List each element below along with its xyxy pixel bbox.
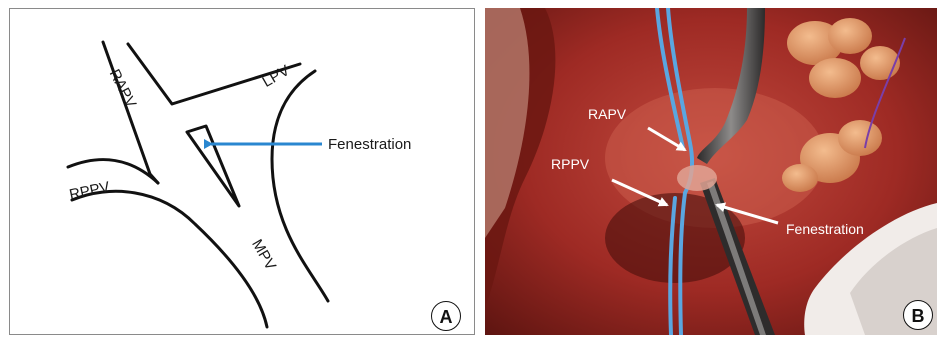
vein-schematic xyxy=(10,9,475,335)
label-b-rppv: RPPV xyxy=(551,157,589,171)
fenestration-outline xyxy=(187,126,239,206)
label-b-rapv: RAPV xyxy=(588,107,626,121)
rapv-left-wall xyxy=(103,42,158,183)
label-fenestration: Fenestration xyxy=(328,137,411,152)
panel-letter-a: A xyxy=(431,301,461,331)
label-b-fenestration: Fenestration xyxy=(786,222,864,236)
panel-b-surgical-photo: RAPV RPPV Fenestration B xyxy=(485,8,937,335)
rppv-lower-wall xyxy=(72,191,267,327)
panel-a-schematic: RAPV LPV RPPV MPV Fenestration A xyxy=(9,8,475,335)
panel-letter-b: B xyxy=(903,300,933,330)
fenestration-site xyxy=(677,165,717,191)
lpv-right-wall xyxy=(272,71,328,301)
